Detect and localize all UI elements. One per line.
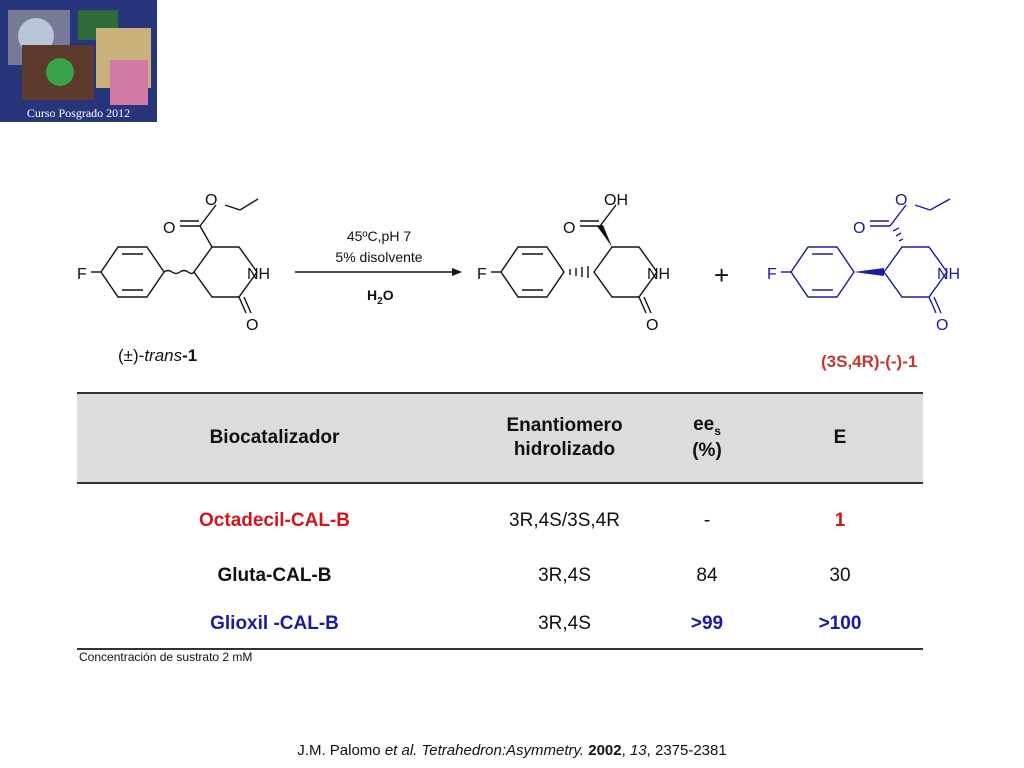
header-ee: ees(%) xyxy=(657,392,757,484)
reactant-atom-f: F xyxy=(77,266,87,283)
reactant-atom-o-ester: O xyxy=(205,192,217,209)
enantiomer-cell: 3R,4S xyxy=(538,565,591,586)
ester-atom-f: F xyxy=(767,266,777,283)
condition-water: H2O xyxy=(367,287,394,307)
reactant-label-prefix: (±)- xyxy=(118,346,145,365)
plus-sign: + xyxy=(714,260,729,290)
e-cell: 1 xyxy=(834,510,846,531)
reactant-atom-nh: NH xyxy=(247,266,270,283)
ref-journal: et al. Tetrahedron:Asymmetry. xyxy=(384,742,585,759)
product-label: (3S,4R)-(-)-1 xyxy=(821,352,918,371)
acid-atom-o-lactam: O xyxy=(646,317,658,334)
reactant-atom-o-carbonyl: O xyxy=(163,220,175,237)
reactant-label: (±)-trans-1 xyxy=(118,346,197,366)
ester-product-structure xyxy=(781,198,951,314)
ee-cell: - xyxy=(703,510,711,531)
table-row: Gluta-CAL-B 3R,4S 84 30 xyxy=(77,552,923,600)
condition-solvent: 5% disolvente xyxy=(335,249,422,265)
ester-wedge-bond xyxy=(854,268,884,276)
ref-year: 2002 xyxy=(588,742,622,759)
catalyst-cell: Octadecil-CAL-B xyxy=(199,510,350,531)
catalyst-cell: Glioxil -CAL-B xyxy=(77,600,472,650)
course-logo: Curso Posgrado 2012 xyxy=(0,0,157,122)
enantiomer-cell: 3R,4S xyxy=(472,600,657,650)
acid-wedge-bond xyxy=(597,225,612,247)
logo-collage-image xyxy=(0,0,157,122)
ee-cell: >99 xyxy=(657,600,757,650)
arrow-head xyxy=(452,268,462,276)
ee-cell: 84 xyxy=(696,565,718,586)
reactant-atom-o-lactam: O xyxy=(246,317,258,334)
acid-atom-oh: OH xyxy=(604,192,628,209)
table-row: Glioxil -CAL-B 3R,4S >99 >100 xyxy=(77,600,923,650)
ester-atom-o-ester: O xyxy=(895,192,907,209)
condition-temperature: 45ºC,pH 7 xyxy=(347,228,411,244)
acid-atom-o-carbonyl: O xyxy=(563,220,575,237)
catalyst-cell: Gluta-CAL-B xyxy=(217,565,332,586)
reaction-scheme: F O O NH O 45ºC,pH 7 5% disolvente H2O F… xyxy=(77,192,960,334)
header-biocatalizador: Biocatalizador xyxy=(77,392,472,484)
footnote: Concentración de sustrato 2 mM xyxy=(79,650,253,664)
ester-atom-nh: NH xyxy=(937,266,960,283)
reactant-structure xyxy=(91,198,259,314)
ester-atom-o-lactam: O xyxy=(936,317,948,334)
ref-authors: J.M. Palomo xyxy=(297,742,385,759)
reactant-label-suffix: -1 xyxy=(182,346,198,365)
ester-atom-o-carbonyl: O xyxy=(853,220,865,237)
reference-citation: J.M. Palomo et al. Tetrahedron:Asymmetry… xyxy=(297,742,727,759)
ref-volume: 13 xyxy=(629,742,647,759)
reactant-label-italic: trans xyxy=(144,346,183,365)
e-cell: >100 xyxy=(757,600,923,650)
enantiomer-cell: 3R,4S/3S,4R xyxy=(509,510,620,531)
logo-caption: Curso Posgrado 2012 xyxy=(26,106,131,120)
e-cell: 30 xyxy=(829,565,851,586)
acid-atom-f: F xyxy=(477,266,487,283)
header-e: E xyxy=(757,392,923,484)
ref-pages: , 2375-2381 xyxy=(646,742,727,759)
acid-atom-nh: NH xyxy=(647,266,670,283)
table-row: Octadecil-CAL-B 3R,4S/3S,4R - 1 xyxy=(77,483,923,552)
